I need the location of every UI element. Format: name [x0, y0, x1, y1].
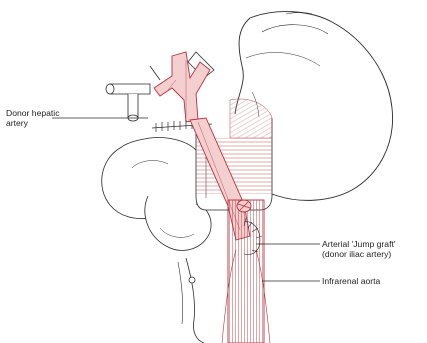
graft-anastomosis [237, 200, 251, 212]
label-donor-line-1: Donor hepatic [6, 108, 60, 118]
label-infrarenal-aorta: Infrarenal aorta [322, 276, 380, 286]
bowel-outline [102, 138, 211, 343]
label-donor-line-2: artery [6, 118, 60, 128]
label-jump-line-2: (donor iliac artery) [322, 249, 396, 259]
label-jump-graft: Arterial 'Jump graft' (donor iliac arter… [322, 239, 396, 259]
label-jump-line-1: Arterial 'Jump graft' [322, 239, 396, 249]
label-aorta-text: Infrarenal aorta [322, 276, 380, 286]
label-donor-hepatic-artery: Donor hepatic artery [6, 108, 60, 128]
